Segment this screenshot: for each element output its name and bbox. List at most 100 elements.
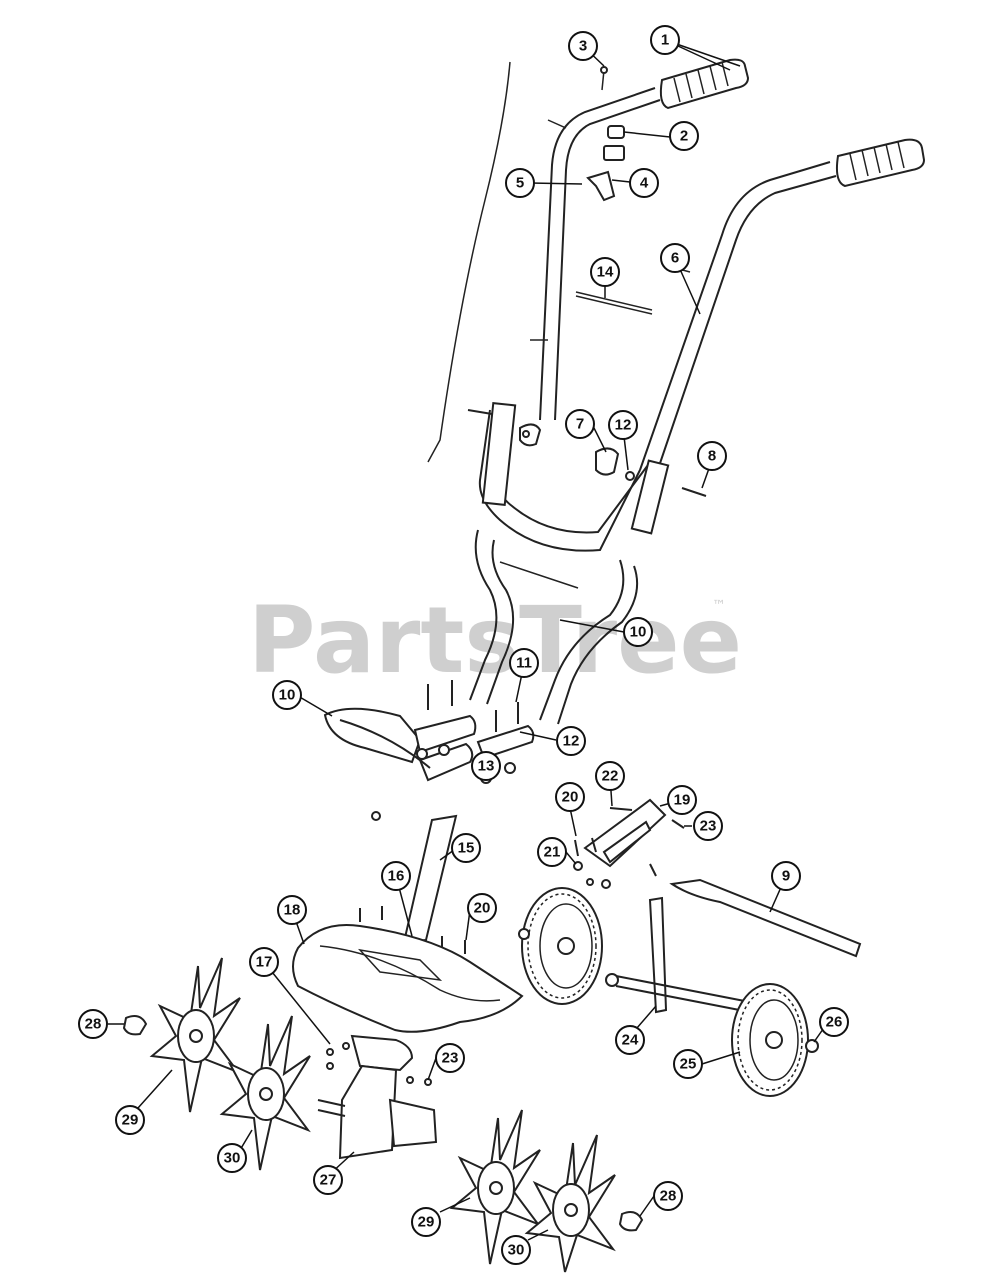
svg-text:20: 20 bbox=[474, 900, 491, 917]
tine-assembly-inner-right bbox=[449, 1109, 541, 1265]
callout-22: 22 bbox=[595, 761, 625, 791]
svg-text:23: 23 bbox=[442, 1050, 459, 1067]
svg-text:14: 14 bbox=[597, 264, 614, 281]
svg-text:24: 24 bbox=[622, 1032, 639, 1049]
callout-2: 2 bbox=[669, 121, 699, 151]
callout-29-right: 29 bbox=[411, 1207, 441, 1237]
lower-handle-base bbox=[323, 680, 535, 784]
svg-text:20: 20 bbox=[562, 789, 579, 806]
upper-handle bbox=[530, 87, 837, 476]
svg-text:5: 5 bbox=[516, 175, 524, 192]
callout-12-lower: 12 bbox=[556, 726, 586, 756]
callout-7: 7 bbox=[565, 409, 595, 439]
callout-29-left: 29 bbox=[115, 1105, 145, 1135]
tine-assembly-outer-right bbox=[524, 1134, 616, 1273]
tine-assembly-inner-left bbox=[219, 1015, 311, 1171]
callout-18: 18 bbox=[277, 895, 307, 925]
svg-text:22: 22 bbox=[602, 768, 619, 785]
lower-handle bbox=[469, 402, 670, 725]
callout-30-right: 30 bbox=[501, 1235, 531, 1265]
callout-9: 9 bbox=[771, 861, 801, 891]
tine-assembly-outer-left bbox=[149, 957, 241, 1113]
svg-text:29: 29 bbox=[418, 1214, 435, 1231]
depth-bar-bracket bbox=[573, 798, 685, 889]
callout-8: 8 bbox=[697, 441, 727, 471]
tine-clip-right bbox=[618, 1211, 644, 1232]
svg-text:30: 30 bbox=[224, 1150, 241, 1167]
svg-text:21: 21 bbox=[544, 844, 561, 861]
callout-11: 11 bbox=[509, 648, 539, 678]
svg-text:3: 3 bbox=[579, 38, 587, 55]
control-lever-assembly bbox=[586, 66, 625, 202]
handle-grip-left bbox=[659, 58, 750, 110]
callout-16: 16 bbox=[381, 861, 411, 891]
tine-shield bbox=[292, 924, 524, 1033]
callout-13: 13 bbox=[471, 751, 501, 781]
drag-bar bbox=[669, 878, 862, 958]
svg-text:13: 13 bbox=[478, 758, 495, 775]
callout-10-lower: 10 bbox=[272, 680, 302, 710]
svg-text:6: 6 bbox=[671, 250, 679, 267]
callout-4: 4 bbox=[629, 168, 659, 198]
callout-23-upper: 23 bbox=[693, 811, 723, 841]
wheel-right bbox=[731, 983, 809, 1097]
wheel-nut-left bbox=[518, 928, 530, 940]
callout-23-lower: 23 bbox=[435, 1043, 465, 1073]
svg-text:26: 26 bbox=[826, 1014, 843, 1031]
svg-text:4: 4 bbox=[640, 175, 649, 192]
callout-25: 25 bbox=[673, 1049, 703, 1079]
svg-text:10: 10 bbox=[279, 687, 296, 704]
callout-1: 1 bbox=[650, 25, 680, 55]
svg-text:28: 28 bbox=[85, 1016, 102, 1033]
center-stem bbox=[371, 811, 458, 944]
callout-28-right: 28 bbox=[653, 1181, 683, 1211]
callout-20-upper: 20 bbox=[555, 782, 585, 812]
callout-14: 14 bbox=[590, 257, 620, 287]
svg-text:17: 17 bbox=[256, 954, 273, 971]
callout-6: 6 bbox=[660, 243, 690, 273]
handle-fasteners bbox=[467, 409, 707, 497]
svg-text:2: 2 bbox=[680, 128, 688, 145]
svg-text:12: 12 bbox=[615, 417, 632, 434]
callout-28-left: 28 bbox=[78, 1009, 108, 1039]
svg-text:28: 28 bbox=[660, 1188, 677, 1205]
callout-19: 19 bbox=[667, 785, 697, 815]
callout-30-left: 30 bbox=[217, 1143, 247, 1173]
callout-17: 17 bbox=[249, 947, 279, 977]
svg-text:7: 7 bbox=[576, 416, 584, 433]
transmission bbox=[317, 1034, 438, 1160]
callout-15: 15 bbox=[451, 833, 481, 863]
svg-text:16: 16 bbox=[388, 868, 405, 885]
callout-10-upper: 10 bbox=[623, 617, 653, 647]
callout-26: 26 bbox=[819, 1007, 849, 1037]
svg-text:15: 15 bbox=[458, 840, 475, 857]
control-cable bbox=[427, 61, 511, 463]
svg-text:23: 23 bbox=[700, 818, 717, 835]
handle-grip-right bbox=[835, 138, 926, 188]
svg-text:8: 8 bbox=[708, 448, 716, 465]
callout-12-upper: 12 bbox=[608, 410, 638, 440]
svg-text:10: 10 bbox=[630, 624, 647, 641]
svg-text:25: 25 bbox=[680, 1056, 697, 1073]
cross-brace-rod bbox=[575, 291, 653, 315]
svg-text:9: 9 bbox=[782, 868, 790, 885]
callout-21: 21 bbox=[537, 837, 567, 867]
svg-text:19: 19 bbox=[674, 792, 691, 809]
svg-text:1: 1 bbox=[661, 32, 669, 49]
callout-20-lower: 20 bbox=[467, 893, 497, 923]
wheel-nut-right bbox=[805, 1039, 819, 1053]
svg-text:18: 18 bbox=[284, 902, 301, 919]
svg-text:12: 12 bbox=[563, 733, 580, 750]
svg-text:11: 11 bbox=[516, 655, 532, 672]
tine-clip-left bbox=[122, 1015, 148, 1036]
callout-27: 27 bbox=[313, 1165, 343, 1195]
wheel-left bbox=[521, 887, 603, 1005]
wheel-axle-bracket bbox=[605, 896, 761, 1015]
svg-text:30: 30 bbox=[508, 1242, 525, 1259]
watermark-trademark: ™ bbox=[712, 598, 726, 614]
callout-24: 24 bbox=[615, 1025, 645, 1055]
callout-3: 3 bbox=[568, 31, 598, 61]
callout-5: 5 bbox=[505, 168, 535, 198]
svg-text:29: 29 bbox=[122, 1112, 139, 1129]
